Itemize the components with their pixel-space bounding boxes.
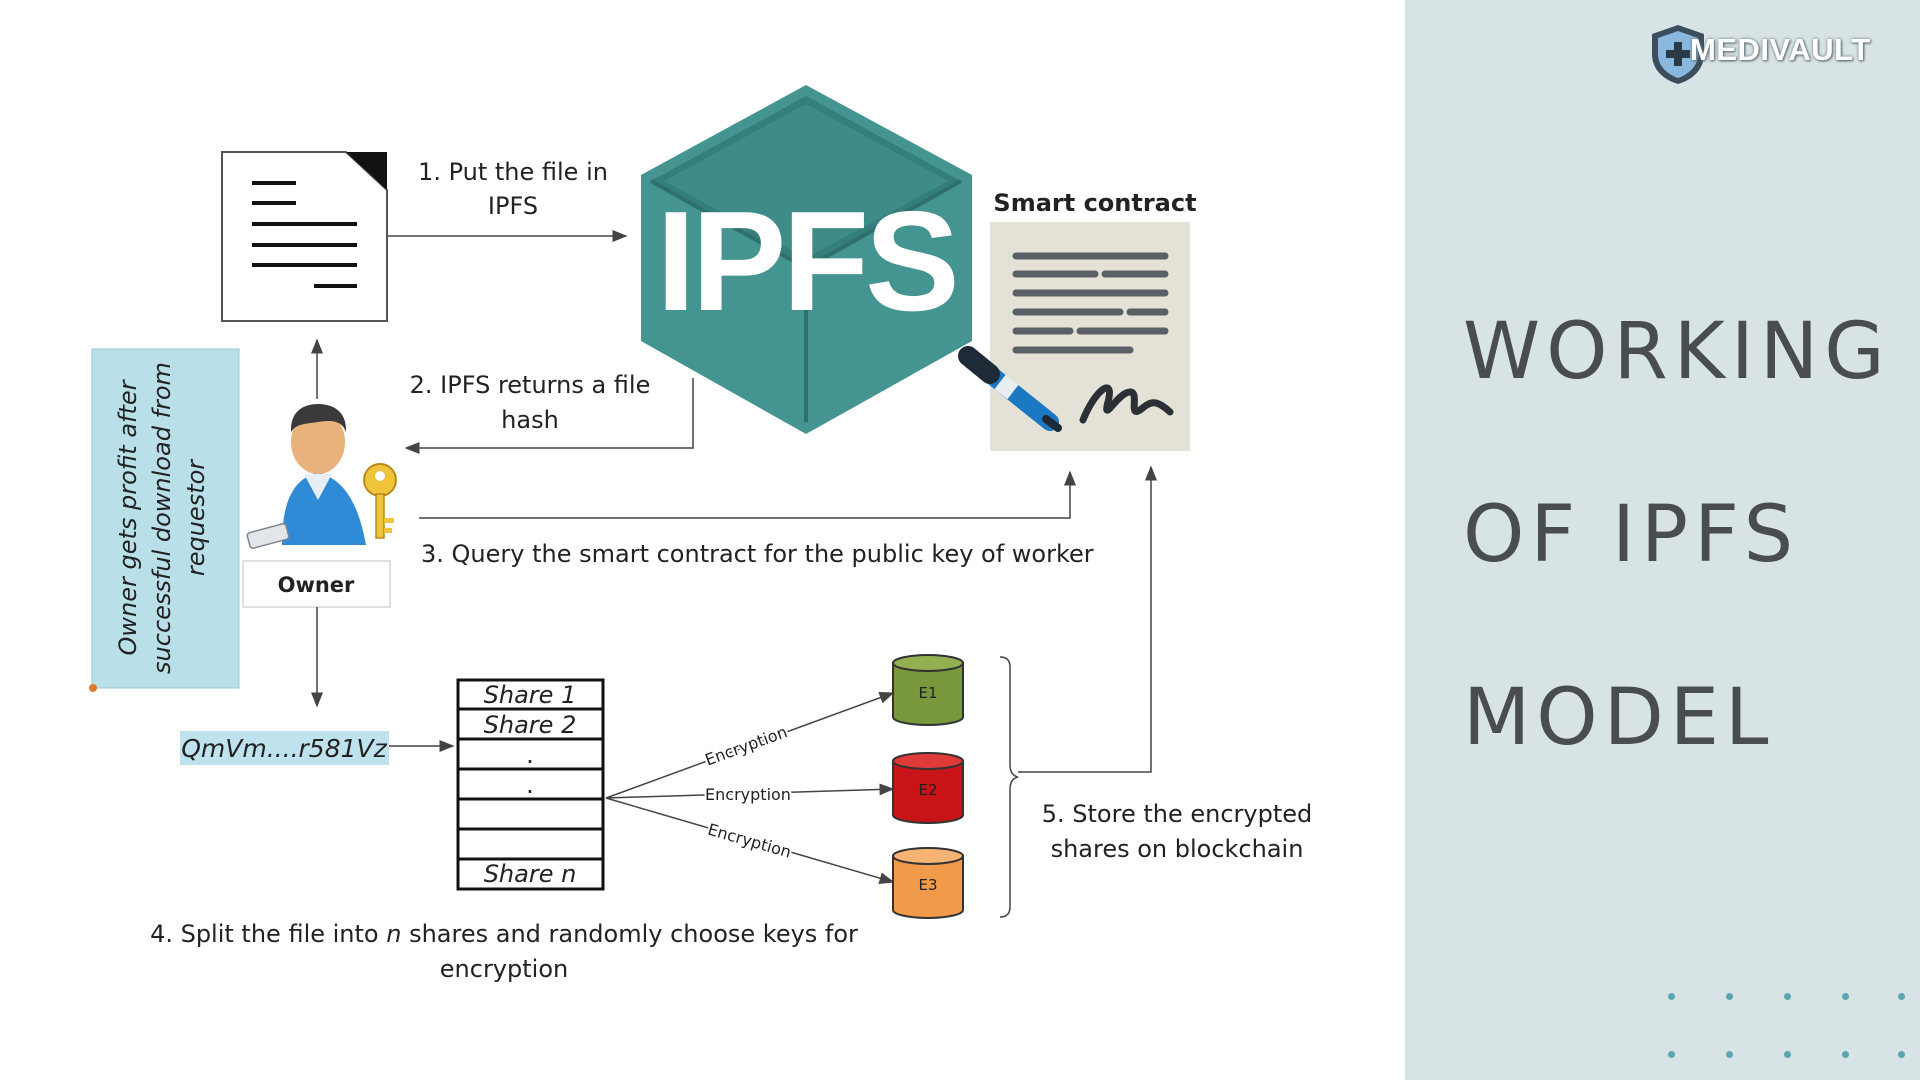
side-panel: [1405, 0, 1920, 1080]
contract-document-icon: [990, 222, 1190, 451]
owner-note: Owner gets profit after successful downl…: [91, 348, 240, 689]
hash-value: QmVm....r581Vz: [181, 734, 387, 763]
cylinder-e2: E2: [892, 752, 964, 824]
shield-plus-icon: [1652, 25, 1704, 84]
step3-arrow: [419, 470, 1076, 519]
title-line-1: WORKING: [1463, 307, 1891, 397]
encryption-arrow-3: [605, 797, 895, 884]
owner-note-line1: Owner gets profit after: [114, 378, 142, 655]
dot: [1726, 1051, 1733, 1058]
title-line-2: OF IPFS: [1463, 490, 1800, 580]
note-corner-mark: [89, 684, 97, 692]
dot: [1842, 1051, 1849, 1058]
ipfs-logo: IPFS: [641, 85, 972, 434]
step5-line1: 5. Store the encrypted: [1042, 800, 1313, 828]
step1-line2: IPFS: [488, 192, 538, 220]
owner-note-line3: requestor: [182, 458, 210, 576]
cylinder-e3-label: E3: [918, 876, 937, 894]
decorative-dot-grid: [1660, 985, 1920, 1058]
step2-arrow: [404, 378, 694, 454]
brand-logo: MEDIVAULT: [1648, 22, 1878, 86]
encryption-label-2: Encryption: [705, 785, 791, 804]
step5-arrow: [1018, 465, 1157, 773]
encryption-arrow-1: [605, 692, 895, 799]
step1-line1: 1. Put the file in: [418, 158, 608, 186]
ipfs-logo-text: IPFS: [656, 182, 956, 341]
share-row-2: Share 2: [484, 711, 577, 739]
owner-note-line2: successful download from: [148, 362, 176, 674]
step2-line1: 2. IPFS returns a file: [410, 371, 651, 399]
shares-table: Share 1 Share 2 . . Share n: [456, 678, 605, 891]
share-row-3: .: [526, 741, 534, 769]
ipfs-workflow-diagram: IPFS Smart contract 1. Put the file in I…: [89, 85, 1313, 983]
document-icon: [221, 151, 388, 322]
shares-brace: [999, 656, 1019, 918]
encryption-label-1: Encryption: [703, 722, 790, 769]
dot: [1898, 993, 1905, 1000]
dot: [1668, 1051, 1675, 1058]
dot: [1898, 1051, 1905, 1058]
cylinder-e1: E1: [892, 654, 964, 726]
step5-line2: shares on blockchain: [1051, 835, 1304, 863]
dot: [1784, 1051, 1791, 1058]
cylinder-e3: E3: [892, 847, 964, 919]
hash-box: [180, 731, 389, 765]
key-icon: [363, 463, 397, 539]
step2-line2: hash: [501, 406, 559, 434]
share-row-1: Share 1: [484, 681, 577, 709]
dot: [1842, 993, 1849, 1000]
title-line-3: MODEL: [1463, 673, 1775, 763]
step4-line1: 4. Split the file into n shares and rand…: [150, 920, 858, 948]
dot: [1784, 993, 1791, 1000]
step4-n: n: [386, 920, 401, 948]
cylinder-e2-label: E2: [918, 781, 937, 799]
share-row-4: .: [526, 771, 534, 799]
pen-icon: [958, 346, 1062, 432]
encryption-arrow-2: [605, 783, 895, 799]
dot: [1726, 993, 1733, 1000]
cylinder-e1-label: E1: [918, 684, 937, 702]
owner-avatar: [246, 404, 366, 549]
share-row-n: Share n: [484, 860, 577, 888]
step4-suffix: shares and randomly choose keys for: [401, 920, 858, 948]
step4-line2: encryption: [440, 955, 568, 983]
owner-label: Owner: [278, 573, 355, 597]
owner-label-box: [242, 560, 391, 608]
dot: [1668, 993, 1675, 1000]
smart-contract-label: Smart contract: [993, 189, 1196, 217]
step3-text: 3. Query the smart contract for the publ…: [421, 540, 1094, 568]
encryption-label-3: Encryption: [706, 820, 794, 862]
step4-prefix: 4. Split the file into: [150, 920, 386, 948]
brand-name: MEDIVAULT: [1690, 32, 1871, 67]
